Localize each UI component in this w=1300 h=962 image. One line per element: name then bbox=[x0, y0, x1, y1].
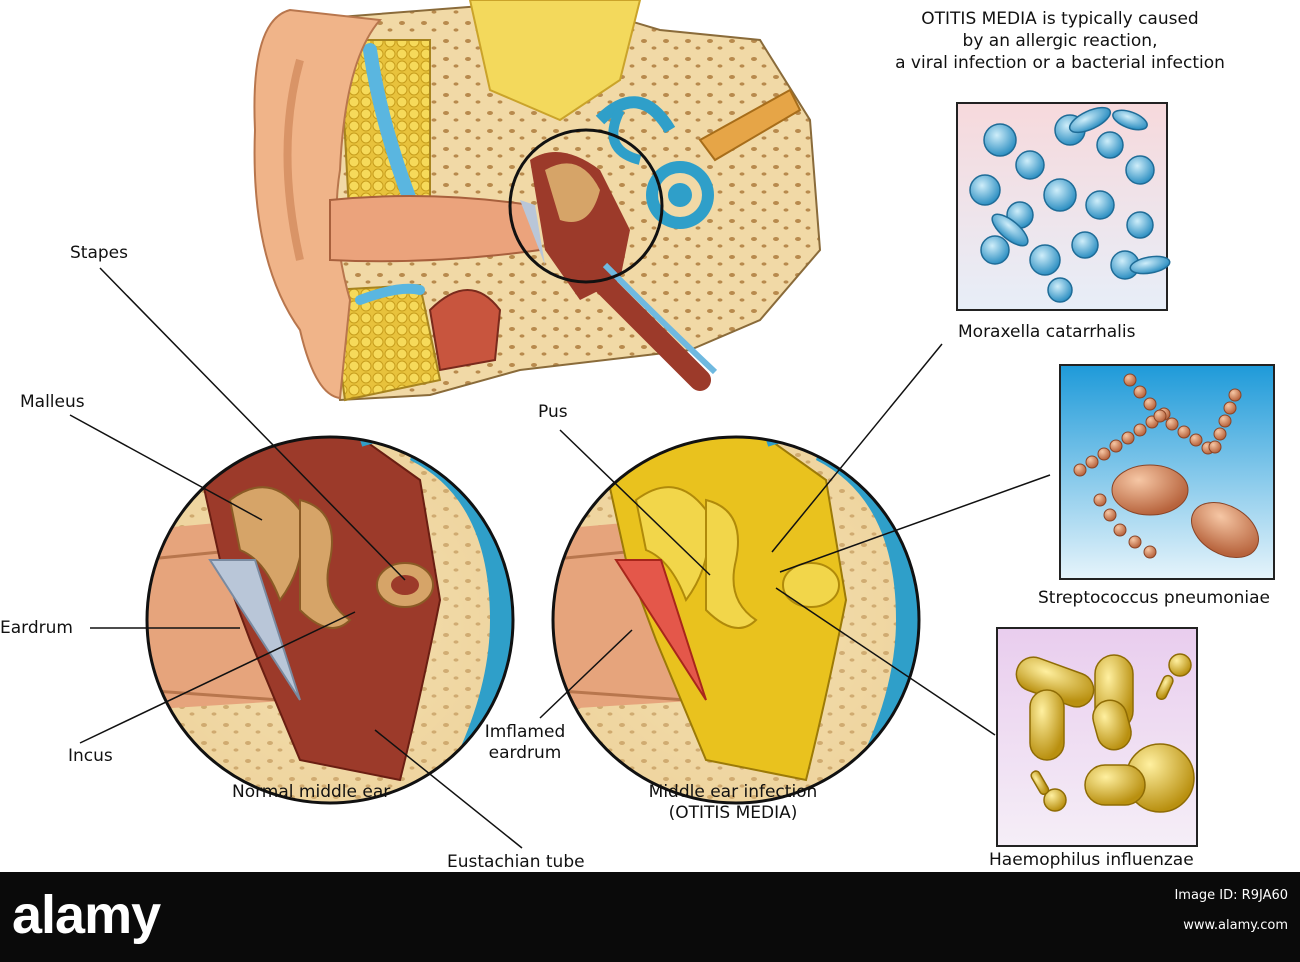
label-pus: Pus bbox=[538, 402, 568, 422]
title-line-3: a viral infection or a bacterial infecti… bbox=[895, 53, 1225, 73]
otitis-media-illustration bbox=[69, 0, 1275, 849]
label-streptococcus: Streptococcus pneumoniae bbox=[1038, 588, 1270, 608]
label-normal-middle-ear: Normal middle ear bbox=[232, 782, 391, 802]
streptococcus-panel bbox=[1059, 364, 1275, 580]
label-eardrum: Eardrum bbox=[0, 618, 73, 638]
haemophilus-panel bbox=[996, 627, 1198, 847]
label-infection-line-1: Middle ear infection bbox=[648, 782, 818, 802]
normal-circle-outline bbox=[145, 435, 515, 805]
title-line-1: OTITIS MEDIA is typically caused bbox=[921, 9, 1199, 29]
label-eustachian-tube: Eustachian tube bbox=[447, 852, 585, 872]
title-line-2: by an allergic reaction, bbox=[962, 31, 1158, 51]
label-malleus: Malleus bbox=[20, 392, 85, 412]
infected-middle-ear-circle bbox=[553, 437, 919, 803]
label-incus: Incus bbox=[68, 746, 113, 766]
watermark-footer: alamy Image ID: R9JA60 www.alamy.com bbox=[0, 872, 1300, 962]
leader-lines bbox=[69, 267, 1051, 849]
infected-circle-outline bbox=[551, 435, 921, 805]
alamy-url: www.alamy.com bbox=[1183, 918, 1288, 933]
moraxella-panel bbox=[956, 102, 1171, 311]
alamy-logo: alamy bbox=[12, 885, 161, 945]
label-haemophilus: Haemophilus influenzae bbox=[989, 850, 1194, 870]
image-id: Image ID: R9JA60 bbox=[1174, 888, 1288, 903]
label-middle-ear-infection: Middle ear infection (OTITIS MEDIA) bbox=[618, 782, 848, 824]
normal-middle-ear-circle bbox=[147, 437, 513, 803]
diagram-title: OTITIS MEDIA is typically caused by an a… bbox=[860, 8, 1260, 74]
label-moraxella: Moraxella catarrhalis bbox=[958, 322, 1136, 342]
label-inflamed-line-2: eardrum bbox=[488, 743, 562, 763]
outer-ear-anatomy bbox=[253, 0, 822, 402]
label-inflamed-line-1: Imflamed bbox=[484, 722, 566, 742]
label-infection-line-2: (OTITIS MEDIA) bbox=[668, 803, 798, 823]
label-inflamed-eardrum: Imflamed eardrum bbox=[470, 722, 580, 764]
label-stapes: Stapes bbox=[70, 243, 128, 263]
